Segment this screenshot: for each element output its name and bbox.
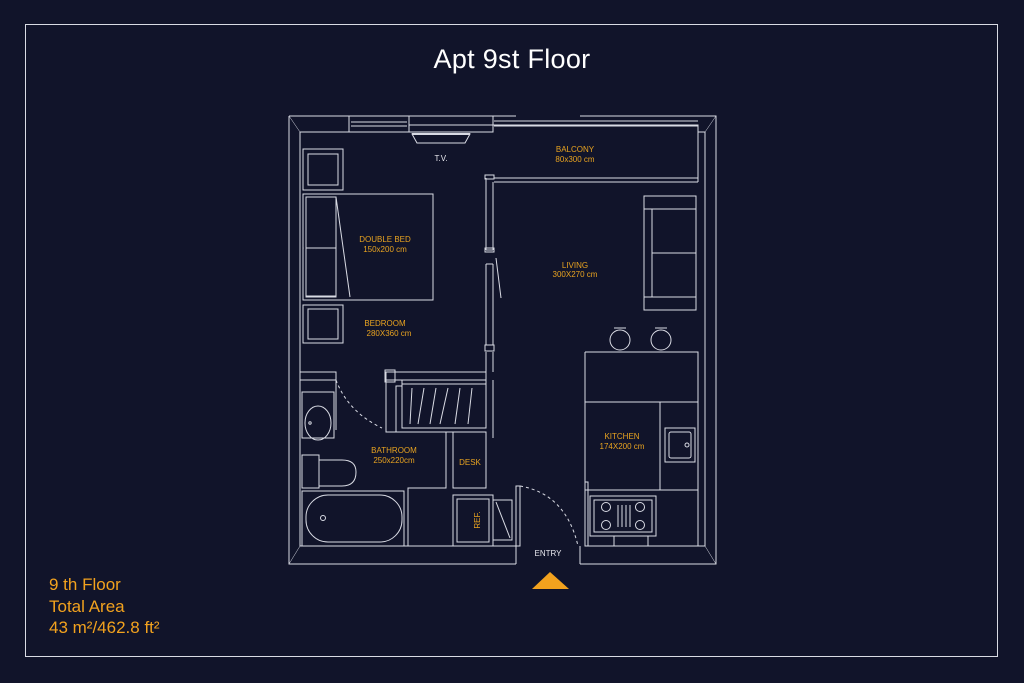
- bedroom-label: BEDROOM: [364, 319, 406, 328]
- bed-label: DOUBLE BED: [359, 235, 411, 244]
- total-area-label: Total Area: [49, 596, 125, 616]
- bathroom-size: 250x220cm: [373, 456, 415, 465]
- toilet: [301, 454, 357, 489]
- tv: [411, 133, 471, 144]
- entry-label: ENTRY: [535, 549, 563, 558]
- nightstands: [302, 148, 344, 344]
- bathroom-walls: [300, 379, 487, 546]
- windows: [348, 115, 698, 133]
- double-bed: [302, 193, 434, 301]
- bathtub: [301, 490, 405, 547]
- ref-area: [452, 494, 513, 547]
- living-label: LIVING: [562, 261, 588, 270]
- balcony-label: BALCONY: [556, 145, 595, 154]
- border-frame: [25, 24, 998, 657]
- desk-label: DESK: [459, 458, 481, 467]
- outer-walls: [288, 115, 717, 565]
- kitchen-label: KITCHEN: [604, 432, 639, 441]
- floor-number: 9 th Floor: [49, 575, 121, 594]
- bathroom-label: BATHROOM: [371, 446, 417, 455]
- living-size: 300X270 cm: [553, 270, 598, 279]
- entry-door: [515, 485, 579, 547]
- bathroom-sink: [301, 391, 335, 441]
- tv-label: T.V.: [434, 154, 447, 163]
- balcony-size: 80x300 cm: [555, 155, 594, 164]
- bedroom-size: 280X360 cm: [367, 329, 412, 338]
- sofa: [643, 195, 697, 311]
- bed-size: 150x200 cm: [363, 245, 407, 254]
- entry-arrow: [532, 572, 569, 589]
- dining-chairs: [609, 327, 672, 353]
- interior-wall-bedroom: [484, 174, 502, 372]
- total-area-value: 43 m²/462.8 ft²: [49, 618, 160, 637]
- kitchen-counters: [584, 351, 699, 547]
- balcony-divider: [494, 125, 699, 183]
- ref-label: REF.: [473, 511, 482, 528]
- floor-info: 9 th Floor Total Area 43 m²/462.8 ft²: [49, 574, 160, 639]
- kitchen-size: 174X200 cm: [600, 442, 645, 451]
- page-title: Apt 9st Floor: [433, 44, 591, 74]
